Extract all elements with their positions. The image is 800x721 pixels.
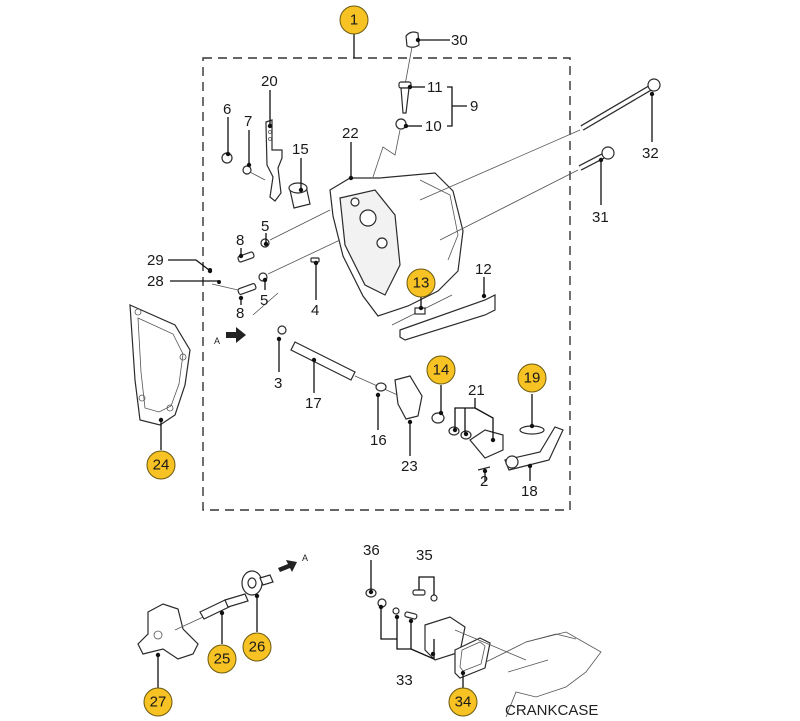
svg-text:24: 24	[153, 457, 170, 474]
callout-1[interactable]: 1	[339, 5, 369, 35]
part-15-bushing	[288, 182, 311, 209]
part-34-gasket	[454, 637, 491, 679]
svg-text:25: 25	[214, 651, 231, 668]
crankcase-outline	[485, 631, 602, 718]
label-32: 32	[642, 145, 659, 162]
label-29: 29	[147, 252, 164, 269]
callout-26[interactable]: 26	[242, 632, 272, 662]
svg-text:A: A	[214, 336, 220, 346]
part-18-arm	[504, 426, 564, 471]
label-33: 33	[396, 672, 413, 689]
callout-27[interactable]: 27	[143, 687, 173, 717]
svg-text:1: 1	[350, 12, 358, 29]
label-31: 31	[592, 209, 609, 226]
part-3-ring	[277, 325, 287, 335]
label-35: 35	[416, 547, 433, 564]
part-33-kit	[377, 598, 466, 661]
part-8-bolt-lower	[237, 283, 257, 295]
label-9: 9	[470, 98, 478, 115]
view-arrow-a-upper: A	[214, 327, 246, 346]
svg-text:26: 26	[249, 639, 266, 656]
label-20: 20	[261, 73, 278, 90]
part-26-bushing	[241, 570, 274, 596]
label-12: 12	[475, 261, 492, 278]
part-16-washer	[375, 382, 387, 392]
crankcase-label: CRANKCASE	[505, 702, 598, 719]
part-23-fork	[394, 375, 423, 420]
label-8-lower: 8	[236, 305, 244, 322]
callout-13[interactable]: 13	[406, 268, 436, 298]
label-6: 6	[223, 101, 231, 118]
part-27-bracket	[137, 603, 199, 660]
part-30-cap	[405, 31, 420, 48]
callout-14[interactable]: 14	[426, 355, 456, 385]
part-14-spring	[431, 412, 445, 424]
callout-25[interactable]: 25	[207, 644, 237, 674]
label-4: 4	[311, 302, 319, 319]
part-2-pin	[477, 466, 491, 471]
part-17-shaft	[290, 341, 356, 381]
part-8-bolt-upper	[237, 251, 255, 263]
label-3: 3	[274, 375, 282, 392]
part-7-screw	[242, 165, 252, 175]
label-17: 17	[305, 395, 322, 412]
svg-text:13: 13	[413, 275, 430, 292]
part-21-components	[448, 426, 504, 459]
part-12-lever	[399, 294, 496, 341]
callout-19[interactable]: 19	[517, 363, 547, 393]
svg-text:27: 27	[150, 694, 167, 711]
label-18: 18	[521, 483, 538, 500]
label-21: 21	[468, 382, 485, 399]
label-5-lower: 5	[260, 292, 268, 309]
part-25-stud	[199, 593, 249, 620]
part-31-bolt	[578, 146, 615, 171]
assembly-group-box	[202, 57, 571, 511]
label-36: 36	[363, 542, 380, 559]
part-35-screw-set	[412, 576, 438, 602]
part-22-housing	[329, 172, 464, 317]
label-28: 28	[147, 273, 164, 290]
label-2: 2	[480, 473, 488, 490]
svg-text:34: 34	[455, 694, 472, 711]
label-5-upper: 5	[261, 218, 269, 235]
svg-text:A: A	[302, 553, 308, 563]
label-10: 10	[425, 118, 442, 135]
view-arrow-a-lower: A	[278, 553, 308, 572]
part-32-bolt	[580, 78, 661, 131]
label-15: 15	[292, 141, 309, 158]
part-20-bracket	[265, 119, 283, 202]
part-24-gasket	[129, 304, 191, 426]
svg-text:19: 19	[524, 370, 541, 387]
label-22: 22	[342, 125, 359, 142]
label-7: 7	[244, 113, 252, 130]
label-11: 11	[427, 79, 443, 96]
label-16: 16	[370, 432, 387, 449]
callout-24[interactable]: 24	[146, 450, 176, 480]
callout-34[interactable]: 34	[448, 687, 478, 717]
label-8-upper: 8	[236, 232, 244, 249]
label-23: 23	[401, 458, 418, 475]
label-30: 30	[451, 32, 468, 49]
svg-text:14: 14	[433, 362, 450, 379]
